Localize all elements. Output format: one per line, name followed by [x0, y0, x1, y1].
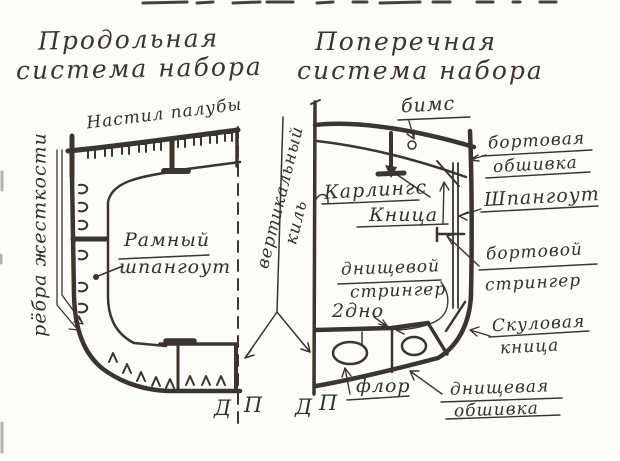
label-bottom-plating-line1: днищевая: [449, 376, 550, 400]
label-bottom-plating-line2: обшивка: [453, 398, 540, 422]
title-transverse-line2: система набора: [297, 56, 544, 85]
label-carling: Карлингс: [323, 176, 428, 204]
label-bracket: Кница: [369, 204, 439, 226]
label-centerline-d-left: Д: [214, 396, 233, 420]
label-bottom-stringer-line2: стрингер: [349, 279, 447, 303]
label-beam: бимс: [400, 92, 456, 118]
label-second-bottom: 2дно: [332, 300, 385, 322]
label-web-frame-line2: шпангоут: [119, 256, 232, 278]
label-centerline-p-right: П: [319, 391, 339, 415]
label-centerline-d-right: Д: [295, 395, 314, 419]
label-floor: флор: [356, 375, 411, 397]
label-bilge-bracket-line2: кница: [499, 335, 560, 359]
bottom-ribs: [108, 352, 226, 389]
label-bilge-bracket-line1: Скуловая: [491, 311, 586, 337]
ribs-leaders: [56, 149, 84, 331]
scan-cutoff-marks: [141, 0, 558, 5]
title-transverse-line1: Поперечная: [315, 27, 498, 56]
side-ribs: [78, 183, 89, 314]
label-side-plating-line2: обшивка: [492, 152, 579, 178]
label-side-stringer-line2: стрингер: [484, 270, 582, 296]
label-stiffening-ribs: рёбра жесткости: [28, 132, 51, 337]
label-centerline-p-left: П: [244, 393, 264, 417]
label-side-stringer-line1: бортовой: [485, 239, 584, 265]
scan-edge-marks: [0, 170, 4, 454]
title-longitudinal-line1: Продольная: [37, 23, 220, 56]
label-web-frame-line1: Рамный: [124, 229, 211, 251]
deck-ribs: [87, 132, 233, 159]
right-leaders: [321, 116, 599, 420]
title-longitudinal-line2: система набора: [15, 51, 264, 86]
label-bottom-stringer-line1: днищевой: [340, 256, 441, 280]
